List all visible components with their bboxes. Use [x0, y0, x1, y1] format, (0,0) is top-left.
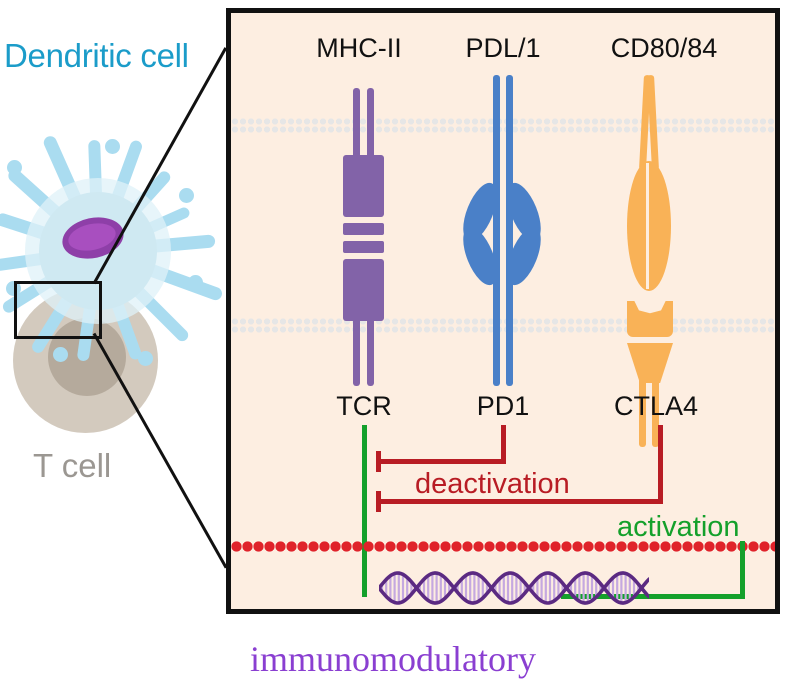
mhc-ii-domain-lower [343, 259, 384, 321]
pdl1-tail-left [493, 313, 500, 386]
receptor-label-pdl1: PDL/1 [465, 33, 541, 63]
pd1-signal-line-horizontal [376, 459, 506, 464]
ctla4-signal-line-vertical [658, 425, 663, 503]
tcr-activation-line [362, 425, 367, 597]
dendrite-tip [7, 160, 23, 176]
cd8084-domain-trapezoid [627, 343, 673, 383]
synapse-detail-panel: MHC-II PDL/1 CD80/84 [226, 8, 780, 614]
ctla4-signal-line-horizontal [376, 499, 663, 504]
dendritic-cell-label: Dendritic cell [4, 37, 189, 74]
cd8084-tail-right [652, 375, 659, 447]
nuclear-membrane [231, 541, 775, 552]
cd8084-domain-cup [627, 301, 673, 337]
receptor-label-mhc-ii: MHC-II [316, 33, 402, 63]
pd1-inhibition-tbar [376, 451, 381, 472]
cd8084-tail-left [639, 375, 646, 447]
cd8084-domain-ellipse [627, 161, 671, 291]
mhc-ii-stalk-right [367, 88, 374, 158]
activation-label: activation [617, 511, 740, 543]
receptor-label-ctla4: CTLA4 [613, 391, 699, 421]
dendrite-tip [6, 280, 22, 296]
deactivation-label: deactivation [415, 468, 570, 500]
mhc-ii-tail-left [353, 318, 360, 386]
mhc-ii-linker-2 [343, 241, 384, 253]
cd8084-ellipse-split [646, 163, 649, 289]
dendritic-cell-dendrites [0, 0, 226, 460]
mhc-ii-tail-right [367, 318, 374, 386]
dendrite-tip [105, 138, 121, 154]
pd1-signal-line-vertical [501, 425, 506, 463]
dendritic-cell-membrane [231, 118, 775, 133]
figure-caption: immunomodulatory [250, 639, 536, 679]
receptor-label-cd8084: CD80/84 [610, 33, 718, 63]
callout-zoom-box [14, 281, 102, 339]
ctla4-inhibition-tbar [376, 491, 381, 512]
mhc-ii-domain-upper [343, 155, 384, 217]
mhc-ii-linker-1 [343, 223, 384, 235]
dendrite-tip [178, 188, 194, 204]
ctla4-activation-line-vertical [740, 541, 745, 599]
mhc-ii-stalk-left [353, 88, 360, 158]
ctla4-activation-line-horizontal [561, 594, 745, 599]
receptor-label-tcr: TCR [336, 391, 392, 421]
dendrite-tip [52, 346, 68, 362]
receptor-label-pd1: PD1 [476, 391, 530, 421]
dendrite-tip [187, 275, 203, 291]
t-cell-membrane [231, 318, 775, 333]
t-cell-label: T cell [33, 447, 112, 484]
dendrite-tip [138, 351, 154, 367]
dna-double-helix [379, 571, 649, 605]
pdl1-tail-right [506, 313, 513, 386]
